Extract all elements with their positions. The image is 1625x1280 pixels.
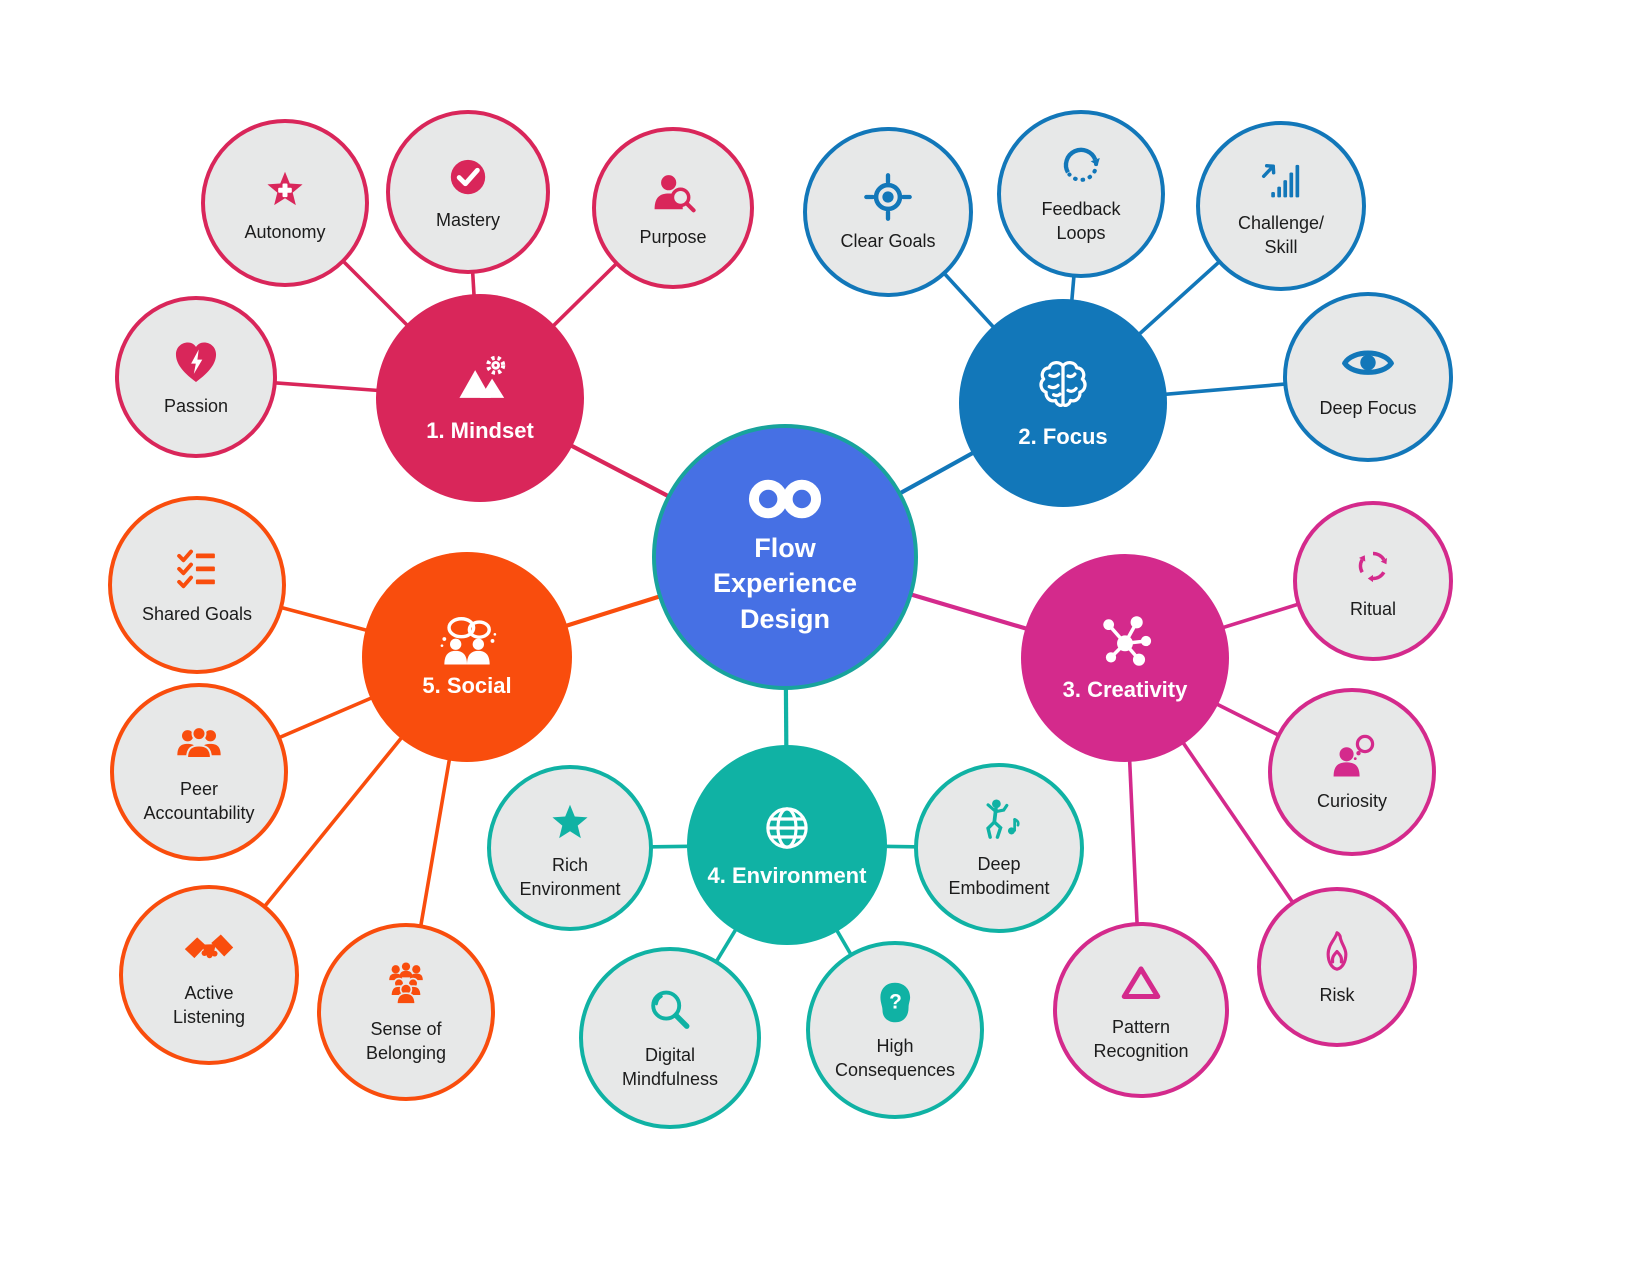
satellite-digital-mindfulness-label: Digital Mindfulness xyxy=(621,1045,719,1089)
satellite-mastery-label: Mastery xyxy=(435,209,500,230)
eye-icon xyxy=(1340,334,1396,390)
checklist-icon xyxy=(171,544,223,596)
check-circle-icon xyxy=(443,152,493,202)
satellite-peer-accountability-label: Peer Accountability xyxy=(143,779,255,823)
svg-text:?: ? xyxy=(889,991,902,1014)
satellite-deep-embodiment-label: Deep Embodiment xyxy=(948,854,1050,898)
infinity-icon xyxy=(745,477,825,521)
hub-creativity: 3. Creativity xyxy=(1021,554,1229,762)
hub-social: 5. Social xyxy=(362,552,572,762)
triangle-icon xyxy=(1115,957,1167,1009)
satellite-active-listening-label: Active Listening xyxy=(172,983,246,1027)
satellite-challenge-skill: Challenge/ Skill xyxy=(1196,121,1366,291)
satellite-passion-label: Passion xyxy=(163,395,229,416)
person-search-icon xyxy=(647,167,699,219)
center-node-flow-experience-design: Flow Experience Design xyxy=(652,424,918,690)
satellite-clear-goals: Clear Goals xyxy=(803,127,973,297)
hub-mindset: 1. Mindset xyxy=(376,294,584,502)
target-icon xyxy=(862,171,914,223)
globe-icon xyxy=(760,801,814,855)
satellite-purpose-label: Purpose xyxy=(639,226,707,247)
satellite-risk-label: Risk xyxy=(1319,984,1355,1005)
crowd-icon xyxy=(380,959,432,1011)
satellite-autonomy-label: Autonomy xyxy=(244,221,326,242)
satellite-high-consequences-label: High Consequences xyxy=(834,1036,956,1080)
satellite-shared-goals: Shared Goals xyxy=(108,496,286,674)
satellite-shared-goals-label: Shared Goals xyxy=(141,603,253,624)
head-question-icon: ? xyxy=(870,978,920,1028)
flame-icon xyxy=(1312,927,1362,977)
bars-arrow-icon xyxy=(1255,153,1307,205)
satellite-feedback-loops: Feedback Loops xyxy=(997,110,1165,278)
star-plus-icon xyxy=(259,162,311,214)
satellite-mastery: Mastery xyxy=(386,110,550,274)
molecule-icon xyxy=(1097,613,1153,669)
satellite-clear-goals-label: Clear Goals xyxy=(840,230,936,251)
satellite-autonomy: Autonomy xyxy=(201,119,369,287)
satellite-curiosity-label: Curiosity xyxy=(1316,790,1387,811)
satellite-active-listening: Active Listening xyxy=(119,885,299,1065)
heart-bolt-icon xyxy=(170,336,222,388)
hub-focus-label: 2. Focus xyxy=(1018,424,1108,449)
hub-environment-label: 4. Environment xyxy=(707,863,867,888)
brain-icon xyxy=(1033,356,1093,416)
people-chat-icon xyxy=(433,615,501,665)
satellite-high-consequences: ? High Consequences xyxy=(806,941,984,1119)
satellite-feedback-loops-label: Feedback Loops xyxy=(1041,199,1121,243)
satellite-sense-of-belonging: Sense of Belonging xyxy=(317,923,495,1101)
satellite-deep-embodiment: Deep Embodiment xyxy=(914,763,1084,933)
person-thought-icon xyxy=(1326,731,1378,783)
satellite-ritual-label: Ritual xyxy=(1349,598,1397,619)
satellite-deep-focus: Deep Focus xyxy=(1283,292,1453,462)
hub-creativity-label: 3. Creativity xyxy=(1062,677,1188,702)
cycle-arrows-icon xyxy=(1348,541,1398,591)
satellite-pattern-recognition-label: Pattern Recognition xyxy=(1093,1017,1189,1061)
magnifier-icon xyxy=(644,985,696,1037)
satellite-risk: Risk xyxy=(1257,887,1417,1047)
hub-environment: 4. Environment xyxy=(687,745,887,945)
satellite-pattern-recognition: Pattern Recognition xyxy=(1053,922,1229,1098)
center-node-flow-experience-design-label: Flow Experience Design xyxy=(712,533,858,634)
satellite-passion: Passion xyxy=(115,296,277,458)
mountain-gear-icon xyxy=(451,352,509,410)
satellite-challenge-skill-label: Challenge/ Skill xyxy=(1237,213,1325,257)
satellite-curiosity: Curiosity xyxy=(1268,688,1436,856)
handshake-icon xyxy=(182,921,236,975)
hub-focus: 2. Focus xyxy=(959,299,1167,507)
loop-arrow-icon xyxy=(1054,143,1108,191)
satellite-rich-environment: Rich Environment xyxy=(487,765,653,931)
satellite-deep-focus-label: Deep Focus xyxy=(1319,397,1417,418)
hub-mindset-label: 1. Mindset xyxy=(426,418,534,443)
satellite-purpose: Purpose xyxy=(592,127,754,289)
dancer-icon xyxy=(974,796,1024,846)
group-icon xyxy=(173,719,225,771)
satellite-ritual: Ritual xyxy=(1293,501,1453,661)
satellite-peer-accountability: Peer Accountability xyxy=(110,683,288,861)
hub-social-label: 5. Social xyxy=(422,673,512,698)
satellite-sense-of-belonging-label: Sense of Belonging xyxy=(365,1019,447,1063)
satellite-rich-environment-label: Rich Environment xyxy=(519,855,621,899)
satellite-digital-mindfulness: Digital Mindfulness xyxy=(579,947,761,1129)
star-icon xyxy=(544,795,596,847)
